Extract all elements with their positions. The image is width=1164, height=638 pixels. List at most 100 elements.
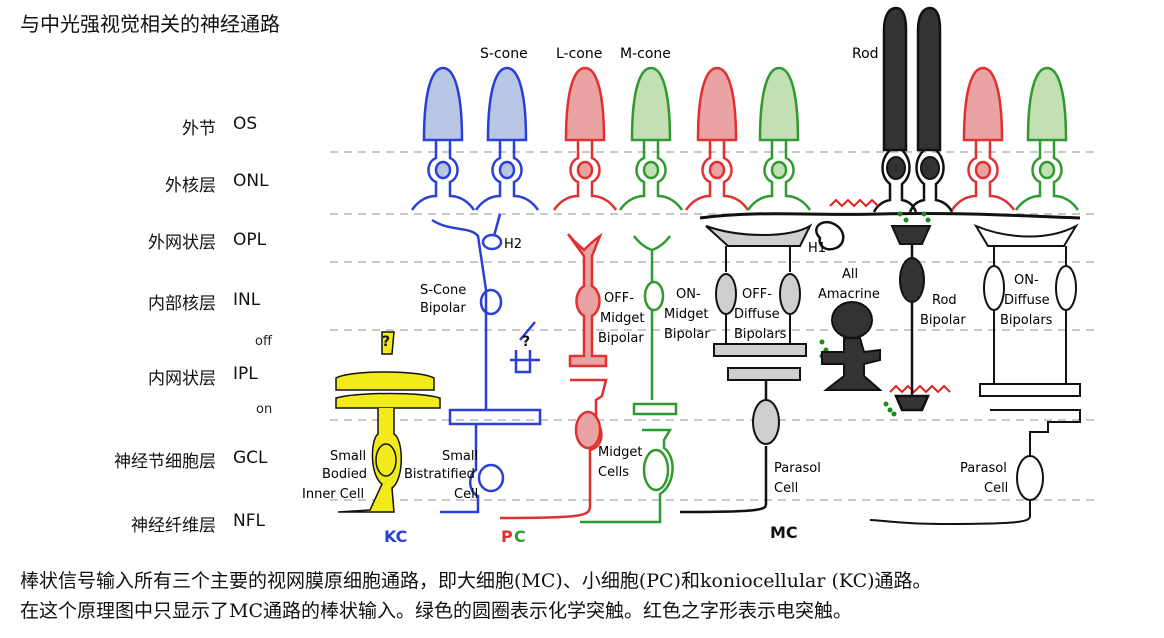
s-cone-outer-segment <box>422 66 464 142</box>
small-bodied-inner-cell <box>335 331 441 513</box>
off-midget-bipolar-label: Bipolar <box>598 331 644 346</box>
s-cone-bipolar-label: Bipolar <box>420 301 466 316</box>
l-cone-inner <box>684 140 750 211</box>
pc-pathway-label-p: P <box>501 527 513 546</box>
h1-cell-body <box>815 221 845 251</box>
off-midget-bipolar-label: OFF- <box>604 291 634 306</box>
l-cone-label: L-cone <box>556 46 602 62</box>
on-midget-bipolar-label: ON- <box>676 287 701 302</box>
m-cone-inner <box>746 140 812 211</box>
on-diffuse-bipolar-cells <box>869 223 1081 526</box>
rod-bipolar-label: Rod <box>932 293 957 308</box>
l-cone-outer-segment <box>962 66 1004 142</box>
parasol-cell-label: Cell <box>774 481 798 496</box>
on-midget-bipolar-cell <box>580 235 678 524</box>
s-cone-inner <box>474 140 540 211</box>
parasol-cell-label: Cell <box>984 481 1008 496</box>
caption-line-2: 在这个原理图中只显示了MC通路的棒状输入。绿色的圆圈表示化学突触。红色之字形表示… <box>20 600 852 622</box>
parasol-cell-label: Parasol <box>774 461 821 476</box>
small-bistratified-label: Cell <box>454 487 478 502</box>
off-diffuse-bipolar-cells <box>679 223 813 514</box>
retina-pathway-diagram: S-cone L-cone M-cone Rod <box>302 6 1100 546</box>
h1-label: H1 <box>808 241 826 256</box>
m-cone-label: M-cone <box>620 46 671 62</box>
s-cone-inner <box>410 140 476 211</box>
all-amacrine-label: Amacrine <box>818 287 880 302</box>
question-mark: ? <box>382 334 390 350</box>
all-amacrine-cell <box>821 301 883 391</box>
s-cone-nucleus <box>434 160 452 180</box>
layer-label-opl-cn: 外网状层 <box>148 233 216 253</box>
layer-label-nfl: NFL <box>233 511 265 531</box>
off-midget-bipolar-label: Midget <box>600 311 644 326</box>
small-bistratified-label: Bistratified <box>404 467 475 482</box>
m-cone-nucleus <box>770 160 788 180</box>
on-diffuse-bipolars-label: Diffuse <box>1004 293 1050 308</box>
m-cone-inner <box>1014 140 1080 211</box>
layer-label-os-cn: 外节 <box>182 119 216 139</box>
small-bodied-label: Inner Cell <box>302 487 364 502</box>
rod-outer-segment <box>882 6 908 152</box>
layer-label-os: OS <box>233 114 258 134</box>
m-cone-outer-segment <box>630 66 672 142</box>
page-title: 与中光强视觉相关的神经通路 <box>20 12 280 36</box>
kc-pathway-label: KC <box>384 527 407 546</box>
layer-label-inl: INL <box>233 290 261 310</box>
s-cone-nucleus <box>498 160 516 180</box>
layer-label-ipl-cn: 内网状层 <box>148 369 216 389</box>
layer-label-opl: OPL <box>233 230 267 250</box>
rod-nucleus <box>920 156 940 180</box>
l-cone-outer-segment <box>696 66 738 142</box>
l-cone-nucleus <box>708 160 726 180</box>
layer-label-onl-cn: 外核层 <box>165 176 216 196</box>
small-bodied-label: Bodied <box>322 467 367 482</box>
m-cone-outer-segment <box>1026 66 1068 142</box>
m-cone-inner <box>618 140 684 211</box>
rod-label: Rod <box>852 46 879 62</box>
s-cone-label: S-cone <box>480 46 528 62</box>
ipl-off-label: off <box>255 334 272 349</box>
off-midget-bipolar-cell <box>499 232 608 520</box>
m-cone-nucleus <box>1038 160 1056 180</box>
layer-label-gcl-cn: 神经节细胞层 <box>114 452 216 472</box>
caption-line-1: 棒状信号输入所有三个主要的视网膜原细胞通路，即大细胞(MC)、小细胞(PC)和k… <box>20 570 932 592</box>
off-diffuse-bipolars-label: Bipolars <box>734 327 787 342</box>
layer-label-nfl-cn: 神经纤维层 <box>131 516 216 536</box>
rod-nucleus <box>886 156 906 180</box>
rod-bipolar-cell <box>890 225 932 412</box>
h1-horizontal-dendrites <box>699 211 1081 220</box>
pc-pathway-label-c: C <box>514 527 526 546</box>
l-cone-nucleus <box>576 160 594 180</box>
layer-label-onl: ONL <box>233 171 269 191</box>
rod-outer-segment <box>916 6 942 152</box>
m-cone-outer-segment <box>758 66 800 142</box>
small-bistratified-label: Small <box>442 449 478 464</box>
off-diffuse-bipolars-label: OFF- <box>742 287 772 302</box>
small-bodied-label: Small <box>330 449 366 464</box>
electrical-synapse <box>889 384 951 394</box>
rod-bipolar-label: Bipolar <box>920 313 966 328</box>
question-mark: ? <box>522 334 530 350</box>
s-cone-bipolar-label: S-Cone <box>420 283 466 298</box>
midget-cells-label: Midget <box>598 445 642 460</box>
l-cone-outer-segment <box>564 66 606 142</box>
layer-label-inl-cn: 内部核层 <box>148 294 216 314</box>
on-diffuse-bipolars-label: Bipolars <box>1000 313 1053 328</box>
layer-label-gcl: GCL <box>233 448 268 468</box>
on-diffuse-bipolars-label: ON- <box>1014 273 1039 288</box>
ipl-on-label: on <box>256 402 273 417</box>
h2-label: H2 <box>504 237 522 252</box>
l-cone-inner <box>552 140 618 211</box>
s-cone-outer-segment <box>486 66 528 142</box>
midget-cells-label: Cells <box>598 465 629 480</box>
h2-cell-body <box>481 233 503 251</box>
parasol-cell-label: Parasol <box>960 461 1007 476</box>
on-midget-bipolar-label: Midget <box>664 307 708 322</box>
m-cone-nucleus <box>642 160 660 180</box>
off-diffuse-bipolars-label: Diffuse <box>734 307 780 322</box>
on-midget-bipolar-label: Bipolar <box>664 327 710 342</box>
l-cone-nucleus <box>974 160 992 180</box>
mc-pathway-label: MC <box>770 523 798 542</box>
layer-boundaries <box>330 151 1100 501</box>
layer-label-ipl: IPL <box>233 364 258 384</box>
